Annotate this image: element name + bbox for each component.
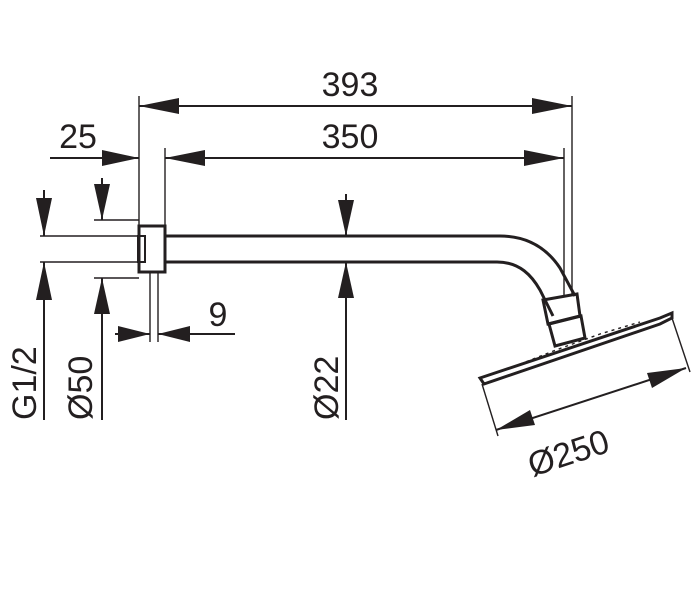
- head-diameter-label: Ø250: [523, 423, 614, 485]
- wall-flange: [137, 224, 167, 274]
- overall-length-label: 393: [322, 66, 379, 104]
- arm-diameter-label: Ø22: [308, 356, 346, 420]
- arm-tube-bottom: [165, 260, 555, 317]
- dimension-overall-length: 393: [138, 66, 573, 294]
- dimension-flange-depth: 25: [50, 118, 139, 166]
- shower-nozzles: [499, 321, 641, 373]
- flange-depth-label: 25: [59, 118, 97, 156]
- arm-length-label: 350: [322, 118, 379, 156]
- thread-size-label: G1/2: [6, 346, 44, 420]
- flange-diameter-label: Ø50: [62, 356, 100, 420]
- dimension-thread-size: G1/2: [6, 190, 138, 420]
- dimension-flange-thickness: 9: [115, 272, 235, 342]
- dimension-arm-length: 350: [164, 118, 565, 296]
- shower-head-plate: [477, 310, 674, 386]
- shower-arm-outline: [137, 224, 674, 386]
- flange-thickness-label: 9: [209, 296, 228, 334]
- swivel-joint: [547, 314, 587, 348]
- flange-thread: [137, 235, 146, 263]
- dimension-flange-diameter: Ø50: [62, 178, 139, 420]
- arm-tube-top: [165, 234, 577, 297]
- dimension-arm-diameter: Ø22: [308, 194, 354, 420]
